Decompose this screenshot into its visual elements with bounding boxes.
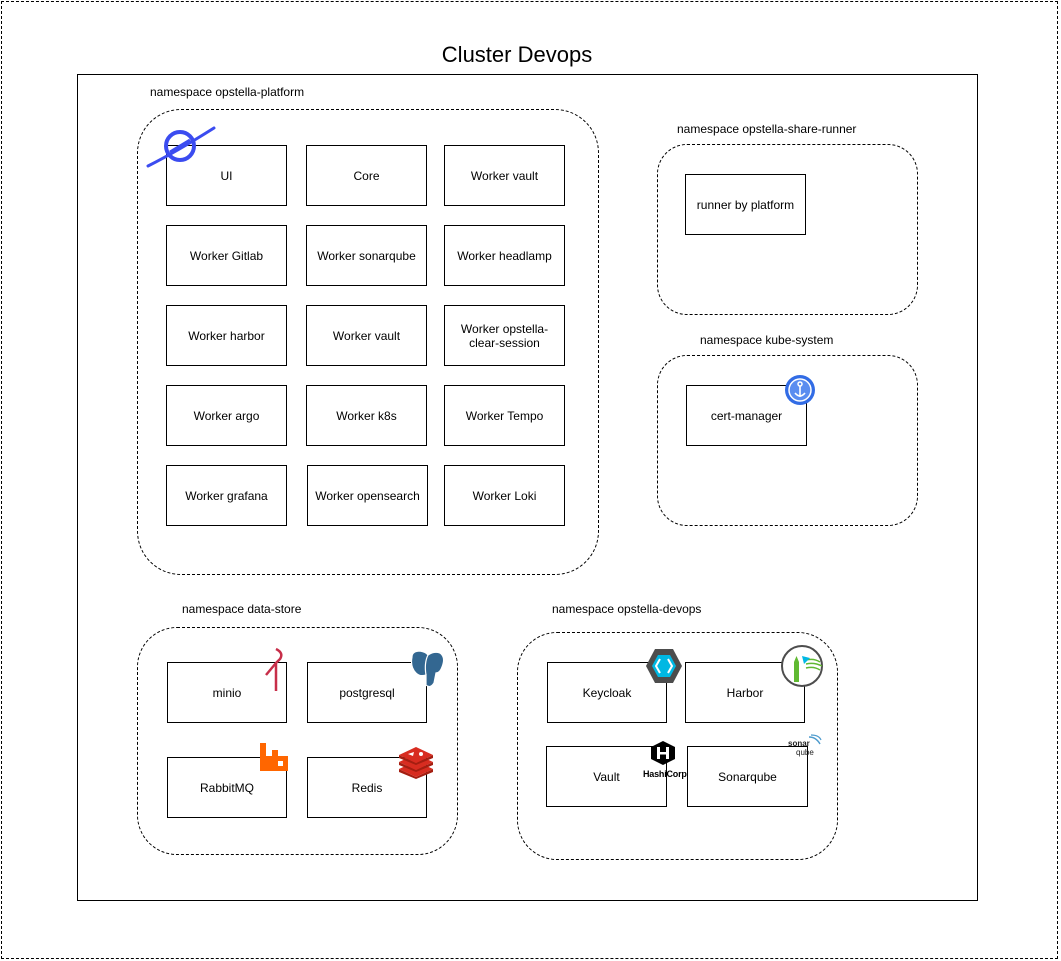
service-worker-argo: Worker argo xyxy=(166,385,287,446)
opstella-planet-icon xyxy=(146,126,216,168)
namespace-opstella-share-runner xyxy=(657,144,918,315)
service-worker-vault: Worker vault xyxy=(444,145,565,206)
service-worker-loki: Worker Loki xyxy=(444,465,565,526)
namespace-label-data-store: namespace data-store xyxy=(182,602,302,616)
cluster-box xyxy=(77,74,978,901)
service-worker-harbor: Worker harbor xyxy=(166,305,287,366)
namespace-label-share-runner: namespace opstella-share-runner xyxy=(677,122,857,136)
service-sonarqube: Sonarqube xyxy=(687,746,808,807)
keycloak-icon xyxy=(646,649,682,683)
cluster-title: Cluster Devops xyxy=(441,42,593,67)
cert-manager-icon xyxy=(785,375,815,405)
hashicorp-vault-icon xyxy=(651,741,675,765)
service-ui: UI xyxy=(166,145,287,206)
sonarqube-wordmark-sonar: sonar xyxy=(788,739,810,748)
service-runner-by-platform: runner by platform xyxy=(685,174,806,235)
service-worker-k8s: Worker k8s xyxy=(306,385,427,446)
rabbitmq-icon xyxy=(260,743,288,771)
sonarqube-icon: sonar qube xyxy=(786,734,828,760)
hashicorp-wordmark: HashiCorp xyxy=(643,769,687,779)
service-vault: Vault xyxy=(546,746,667,807)
service-worker-grafana: Worker grafana xyxy=(166,465,287,526)
postgresql-icon xyxy=(410,650,445,688)
namespace-data-store xyxy=(137,627,458,855)
service-keycloak: Keycloak xyxy=(547,662,667,723)
service-rabbitmq: RabbitMQ xyxy=(167,757,287,818)
service-worker-tempo: Worker Tempo xyxy=(444,385,565,446)
harbor-icon xyxy=(781,645,823,687)
service-core: Core xyxy=(306,145,427,206)
namespace-label-kube-system: namespace kube-system xyxy=(700,333,834,347)
namespace-label-devops: namespace opstella-devops xyxy=(552,602,702,616)
sonarqube-wordmark-qube: qube xyxy=(796,748,814,757)
redis-icon xyxy=(399,747,433,779)
namespace-label-platform: namespace opstella-platform xyxy=(150,85,305,99)
minio-icon xyxy=(265,647,283,691)
service-worker-headlamp: Worker headlamp xyxy=(444,225,565,286)
service-postgresql: postgresql xyxy=(307,662,427,723)
namespace-opstella-platform xyxy=(137,109,599,575)
namespace-opstella-devops xyxy=(517,632,838,860)
service-worker-opstella-clear-session: Worker opstella-clear-session xyxy=(444,305,565,366)
namespace-kube-system xyxy=(657,355,918,526)
service-worker-gitlab: Worker Gitlab xyxy=(166,225,287,286)
service-worker-opensearch: Worker opensearch xyxy=(307,465,428,526)
service-worker-sonarqube: Worker sonarqube xyxy=(306,225,427,286)
service-worker-vault-2: Worker vault xyxy=(306,305,427,366)
